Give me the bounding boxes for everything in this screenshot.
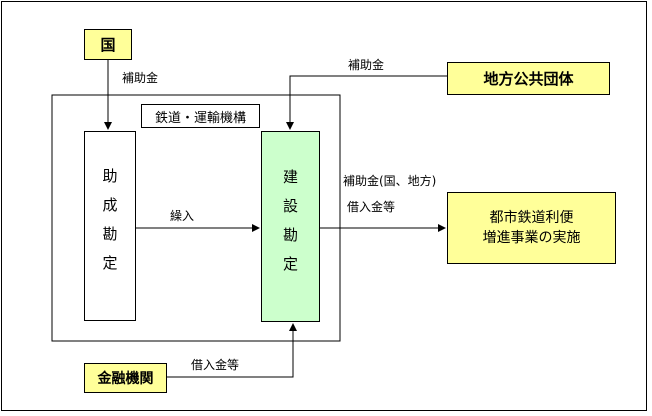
node-kinyu-label: 金融機関 xyxy=(97,371,154,387)
kikou-outer-box xyxy=(51,94,341,342)
node-kikou-label-box: 鉄道・運輸機構 xyxy=(141,104,260,128)
edge-label-kuni-to-josei: 補助金 xyxy=(122,71,159,85)
node-kuni-label: 国 xyxy=(100,35,116,54)
arrow-kinyu-to-kensetsu xyxy=(167,323,297,378)
node-kensetsu: 建設勘定 xyxy=(261,131,320,322)
node-kensetsu-label: 建設勘定 xyxy=(281,168,299,285)
edge-label-kinyu-to-kensetsu: 借入金等 xyxy=(191,358,240,372)
edge-label-kensetsu-to-toshi-1: 補助金(国、地方) xyxy=(343,174,437,188)
edge-label-chihou-to-kensetsu: 補助金 xyxy=(348,58,385,72)
edge-label-josei-to-kensetsu: 繰入 xyxy=(170,209,195,223)
diagram-frame xyxy=(1,1,647,411)
node-toshi: 都市鉄道利便 増進事業の実施 xyxy=(447,192,616,264)
node-josei-label: 助成勘定 xyxy=(100,168,119,284)
node-kuni: 国 xyxy=(84,29,132,60)
node-kikou-label: 鉄道・運輸機構 xyxy=(154,110,246,126)
edge-label-kensetsu-to-toshi-2: 借入金等 xyxy=(347,200,396,214)
node-toshi-line2: 増進事業の実施 xyxy=(482,230,581,246)
node-kinyu: 金融機関 xyxy=(84,363,167,393)
node-chihou: 地方公共団体 xyxy=(447,62,610,95)
node-josei: 助成勘定 xyxy=(84,131,136,321)
node-toshi-line1: 都市鉄道利便 xyxy=(489,210,574,226)
node-chihou-label: 地方公共団体 xyxy=(483,69,574,88)
arrow-chihou-to-kensetsu xyxy=(286,75,447,130)
